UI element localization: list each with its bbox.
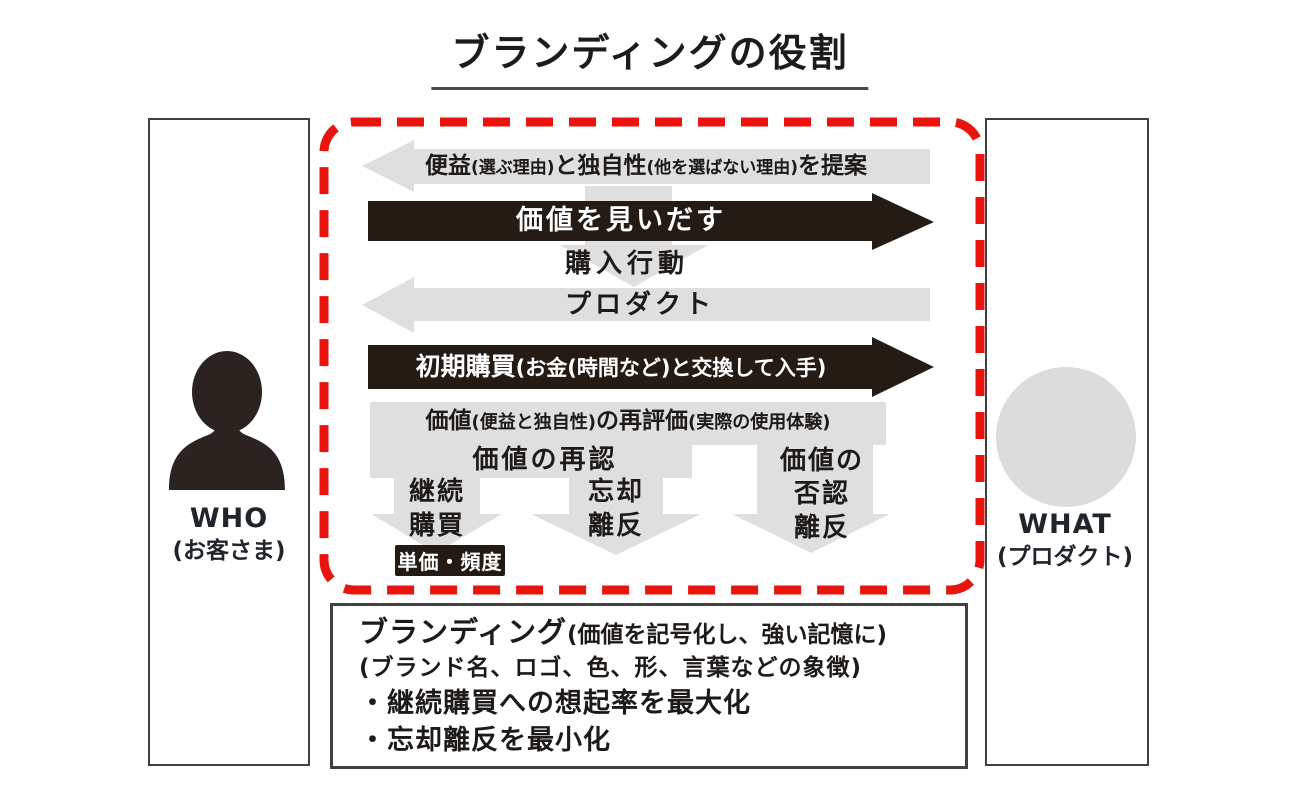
value-deny-label-line2: 否認 (793, 479, 850, 509)
who-panel (148, 118, 310, 766)
branding-bullet1: ・継続購買への想起率を最大化 (359, 688, 751, 719)
branding-bullet2: ・忘却離反を最小化 (359, 725, 611, 756)
page-title: ブランディングの役割 (431, 22, 869, 90)
forget-leave-label-line2: 離反 (587, 511, 644, 541)
propose-arrow-label: 便益(選ぶ理由)と独自性(他を選ばない理由)を提案 (424, 153, 868, 179)
what-sublabel: (プロダクト) (996, 544, 1134, 570)
forget-leave-label-line1: 忘却 (587, 477, 644, 507)
branding-line1: ブランディング(価値を記号化し、強い記憶に) (359, 615, 888, 649)
product-circle-icon (996, 367, 1136, 507)
purchase-action-label: 購入行動 (564, 249, 689, 279)
who-label: WHO (189, 503, 269, 534)
value-deny-label-line1: 価値の (779, 446, 864, 476)
unit-price-frequency-badge: 単価・頻度 (395, 545, 505, 576)
find-value-arrow-label: 価値を見いだす (516, 205, 726, 236)
continue-purchase-label-line1: 継続 (408, 477, 465, 507)
product-arrow-label: プロダクト (564, 290, 715, 320)
who-sublabel: (お客さま) (172, 538, 286, 564)
reevaluation-label: 価値(便益と独自性)の再評価(実際の使用体験) (425, 408, 831, 434)
initial-purchase-arrow-label: 初期購買(お金(時間など)と交換して入手) (415, 352, 827, 381)
what-label: WHAT (1018, 509, 1112, 540)
value-deny-label-line3: 離反 (793, 513, 850, 543)
branding-summary-box: ブランディング(価値を記号化し、強い記憶に) (ブランド名、ロゴ、色、形、言葉な… (330, 603, 968, 769)
continue-purchase-label-line2: 購買 (408, 511, 465, 541)
branding-line2: (ブランド名、ロゴ、色、形、言葉などの象徴) (359, 655, 863, 681)
value-reaffirm-label: 価値の再認 (472, 445, 618, 475)
